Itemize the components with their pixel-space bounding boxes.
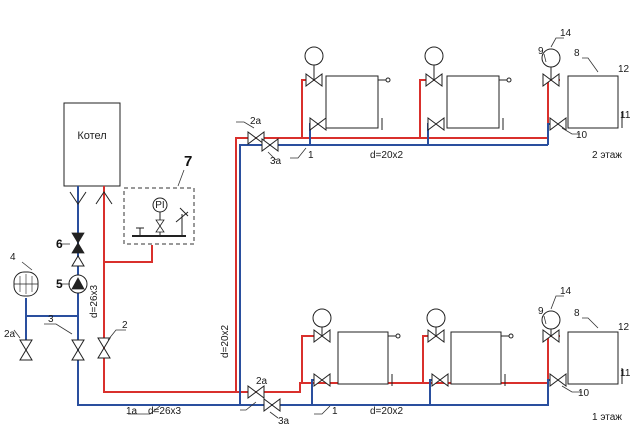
label-12-bottom: 12 <box>618 322 630 333</box>
radiators-floor-1 <box>312 308 623 387</box>
label-8-top: 8 <box>574 48 580 59</box>
label-2: 2 <box>122 320 128 331</box>
radiator <box>426 308 514 387</box>
ball-valve-2-icon <box>97 337 111 349</box>
safety-group: PI <box>123 187 195 245</box>
radiators-floor-2 <box>304 46 623 131</box>
label-2a-top: 2a <box>250 116 262 127</box>
label-10-bottom: 10 <box>578 388 590 399</box>
drain-valve-icon <box>19 339 33 351</box>
label-3a-top: 3a <box>270 156 282 167</box>
expansion-tank <box>13 271 39 297</box>
safety-valve-icon <box>175 207 189 236</box>
floor-1-label: 1 этаж <box>592 412 622 423</box>
label-2a-bottom: 2a <box>256 376 268 387</box>
label-7: 7 <box>184 153 192 170</box>
boiler-arrows <box>69 191 113 205</box>
pressure-gauge-label: PI <box>155 200 164 211</box>
label-11-top: 11 <box>620 110 631 121</box>
label-2a-drain: 2a <box>4 329 16 340</box>
radiator <box>312 308 401 387</box>
label-3a-bottom: 3a <box>278 416 290 427</box>
pipe-size-boiler-riser: d=26x3 <box>89 284 100 318</box>
pump-group <box>19 232 111 361</box>
label-10-top: 10 <box>576 130 588 141</box>
label-1-bottom: 1 <box>332 406 338 417</box>
labels: 7 4 6 5 3 2a 2 2a 3a 1 2a 3a 1 1a d=26x3… <box>4 28 631 427</box>
boiler: Котел <box>63 102 121 187</box>
label-14-top: 14 <box>560 28 572 39</box>
label-12-top: 12 <box>618 64 630 75</box>
floor-2-label: 2 этаж <box>592 150 622 161</box>
riser-valves <box>247 131 281 412</box>
label-9-bottom: 9 <box>538 306 544 317</box>
label-9-top: 9 <box>538 46 544 57</box>
radiator <box>541 48 623 131</box>
label-11-bottom: 11 <box>620 368 631 379</box>
radiator <box>304 46 391 131</box>
pipe-size-floor-2: d=20x2 <box>370 150 404 161</box>
label-3: 3 <box>48 314 54 325</box>
label-14-bottom: 14 <box>560 286 572 297</box>
label-8-bottom: 8 <box>574 308 580 319</box>
label-1a: 1a <box>126 406 138 417</box>
label-4: 4 <box>10 252 16 263</box>
leader-lines <box>13 37 599 419</box>
ball-valve-3-icon <box>71 339 85 351</box>
pipe-size-bottom-main: d=26x3 <box>148 406 182 417</box>
radiator <box>424 46 512 131</box>
valve-6-icon <box>71 232 85 244</box>
pipe-size-floor-1: d=20x2 <box>370 406 404 417</box>
boiler-label: Котел <box>77 130 106 142</box>
label-1-top: 1 <box>308 150 314 161</box>
label-6: 6 <box>56 237 63 251</box>
pipe-size-main-riser: d=20x2 <box>220 324 231 358</box>
label-5: 5 <box>56 277 63 291</box>
radiator <box>541 310 623 387</box>
